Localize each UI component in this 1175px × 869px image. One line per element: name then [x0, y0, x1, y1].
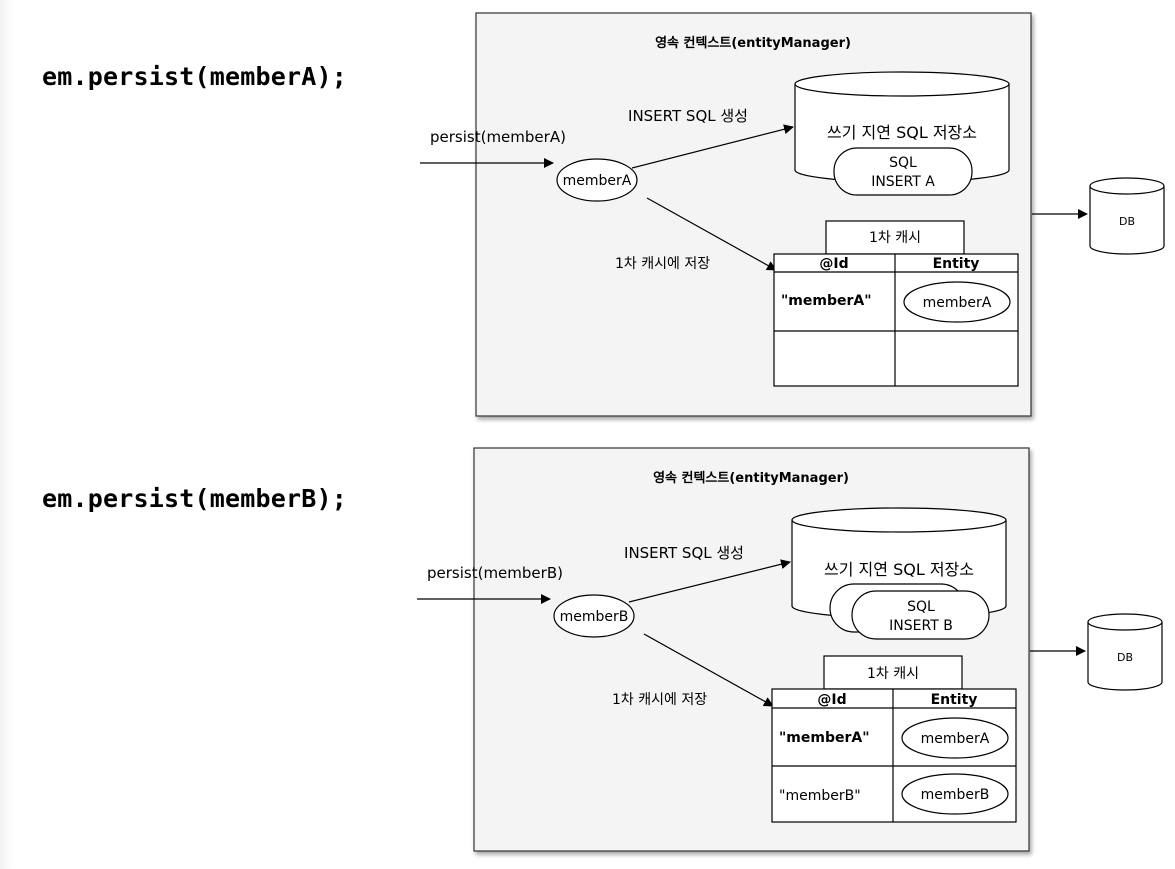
- cache-title-box: [825, 220, 965, 255]
- context-title: 영속 컨텍스트(entityManager): [655, 35, 851, 51]
- column-header-id: @Id: [817, 692, 846, 708]
- database-cylinder: [1087, 613, 1163, 691]
- sql-statement-pill: [851, 590, 990, 640]
- sql-line-2: INSERT A: [871, 174, 935, 190]
- sql-store-label: 쓰기 지연 SQL 저장소: [827, 123, 977, 142]
- sql-statement-pill: [833, 147, 973, 196]
- sql-line-1: SQL: [907, 599, 935, 615]
- cache-row-entity-ellipse: [903, 281, 1011, 323]
- database-cylinder: [1089, 177, 1165, 255]
- column-header-id: @Id: [819, 256, 848, 272]
- cache-row-id: "memberB": [779, 788, 861, 804]
- cache-title: 1차 캐시: [867, 666, 919, 682]
- insert-sql-arrow: [628, 559, 791, 603]
- db-label: DB: [1117, 651, 1133, 664]
- cache-title-box: [823, 655, 963, 690]
- column-header-entity: Entity: [931, 692, 978, 708]
- panel-member-a: 영속 컨텍스트(entityManager) persist(memberA) …: [420, 12, 1165, 417]
- persist-call-label: persist(memberB): [427, 564, 563, 582]
- cache-row-id: "memberA": [781, 293, 872, 309]
- insert-sql-label: INSERT SQL 생성: [628, 107, 748, 125]
- context-title: 영속 컨텍스트(entityManager): [653, 470, 849, 486]
- cache-save-label: 1차 캐시에 저장: [612, 692, 707, 708]
- column-header-entity: Entity: [933, 256, 980, 272]
- cache-title: 1차 캐시: [869, 230, 921, 246]
- cache-save-label: 1차 캐시에 저장: [615, 256, 710, 272]
- cache-row-entity: memberA: [921, 731, 990, 747]
- code-persist-member-b: em.persist(memberB);: [42, 484, 348, 513]
- entity-label: memberA: [563, 173, 632, 189]
- entity-ellipse: [553, 594, 635, 638]
- cache-row-entity: memberB: [921, 787, 990, 803]
- entity-label: memberB: [560, 609, 629, 625]
- sql-line-1: SQL: [889, 155, 917, 171]
- entity-ellipse: [556, 158, 638, 202]
- sql-line-2: INSERT B: [889, 618, 953, 634]
- insert-sql-arrow: [631, 124, 794, 169]
- code-persist-member-a: em.persist(memberA);: [42, 62, 348, 91]
- cache-save-arrow: [643, 633, 774, 707]
- db-label: DB: [1119, 215, 1135, 228]
- cache-save-arrow: [646, 197, 777, 271]
- cache-row-id: "memberA": [779, 730, 870, 746]
- sql-store-label: 쓰기 지연 SQL 저장소: [824, 560, 974, 579]
- cache-row-entity-ellipse: [901, 773, 1009, 815]
- insert-sql-label: INSERT SQL 생성: [624, 544, 744, 562]
- cache-row-entity: memberA: [923, 295, 992, 311]
- panel-member-b: 영속 컨텍스트(entityManager) persist(memberB) …: [417, 447, 1163, 852]
- cache-row-entity-ellipse: [901, 717, 1009, 759]
- left-edge-shadow: [0, 0, 14, 869]
- persist-call-label: persist(memberA): [430, 128, 566, 146]
